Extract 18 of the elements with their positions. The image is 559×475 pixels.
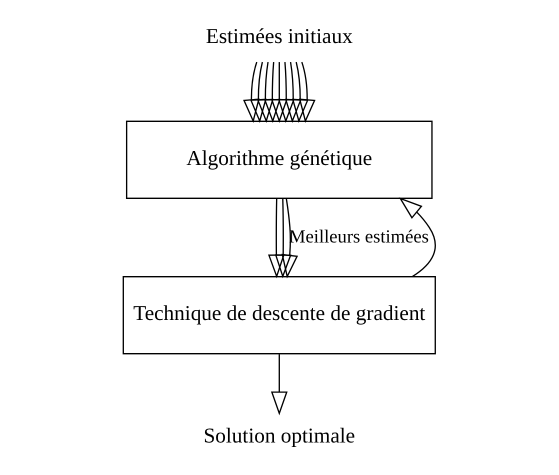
arrow	[398, 197, 436, 278]
node-text: Estimées initiaux	[206, 24, 353, 48]
arrow	[256, 62, 274, 123]
arrow	[274, 198, 292, 278]
arrow	[270, 354, 288, 416]
arrow	[298, 62, 316, 123]
arrow	[281, 198, 298, 279]
node-box: Algorithme génétique	[126, 120, 433, 199]
arrow	[264, 62, 281, 123]
arrow	[243, 62, 260, 123]
arrow	[284, 62, 302, 123]
arrow	[250, 62, 267, 123]
arrow	[270, 62, 288, 123]
node-box: Technique de descente de gradient	[122, 276, 436, 354]
arrow	[278, 62, 295, 123]
arrow	[292, 62, 309, 123]
arrow	[268, 198, 285, 278]
node-text: Solution optimale	[203, 423, 356, 448]
